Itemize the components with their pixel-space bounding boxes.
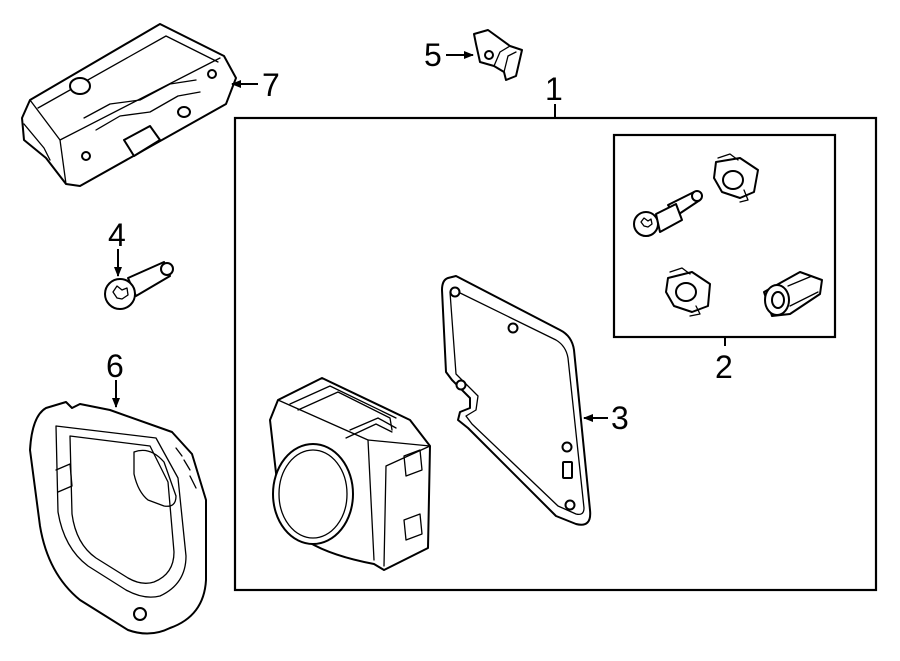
sensor-unit: [269, 377, 431, 571]
control-module: [21, 23, 237, 187]
kit-grommet: [763, 271, 823, 317]
kit-clip-nut-lower: [665, 267, 711, 317]
callout-7-label: 7: [262, 67, 280, 103]
callout-2-label: 2: [715, 349, 733, 385]
bracket-5: [473, 29, 523, 81]
kit-clip-nut-upper: [713, 153, 759, 203]
callout-4-label: 4: [108, 217, 126, 253]
trim-cover: [29, 401, 207, 635]
callout-1-label: 1: [545, 71, 563, 107]
callout-5-label: 5: [424, 37, 442, 73]
mounting-plate: [441, 275, 592, 526]
bolt-4: [104, 261, 174, 310]
callout-3-label: 3: [611, 400, 629, 436]
callout-6-label: 6: [106, 348, 124, 384]
kit-bolt: [633, 190, 703, 237]
